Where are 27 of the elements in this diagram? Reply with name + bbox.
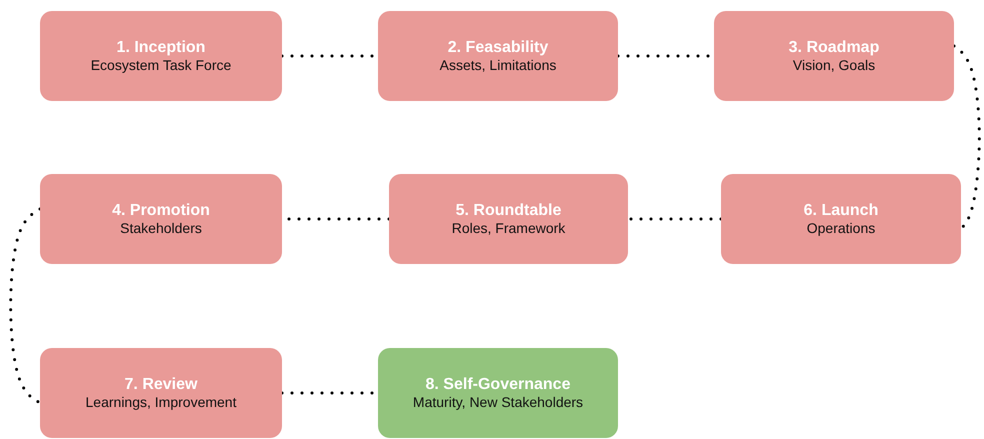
- process-box: [378, 348, 618, 438]
- step-title: 5. Roundtable: [456, 201, 562, 220]
- step-title: 4. Promotion: [112, 201, 210, 220]
- process-box: [714, 11, 954, 101]
- step-title: 8. Self-Governance: [426, 375, 570, 394]
- step-description: Maturity, New Stakeholders: [412, 394, 584, 411]
- step-title: 1. Inception: [116, 38, 206, 57]
- step-title: 3. Roadmap: [788, 38, 880, 57]
- process-box: [40, 174, 282, 264]
- step-description: Stakeholders: [120, 220, 202, 237]
- step-description: Roles, Framework: [452, 220, 566, 237]
- step-description: Ecosystem Task Force: [90, 57, 232, 74]
- step-description: Vision, Goals: [792, 57, 876, 74]
- step-title: 2. Feasability: [448, 38, 548, 57]
- process-box: [40, 348, 282, 438]
- process-box: [40, 11, 282, 101]
- step-description: Operations: [806, 220, 876, 237]
- step-title: 6. Launch: [804, 201, 878, 220]
- process-box: [721, 174, 961, 264]
- dotted-connector: [952, 44, 981, 230]
- process-box: [389, 174, 628, 264]
- process-box: [378, 11, 618, 101]
- step-description: Assets, Limitations: [440, 57, 556, 74]
- step-description: Learnings, Improvement: [86, 394, 236, 411]
- dotted-connector: [626, 218, 722, 220]
- step-title: 7. Review: [124, 375, 198, 394]
- dotted-connector: [9, 208, 42, 404]
